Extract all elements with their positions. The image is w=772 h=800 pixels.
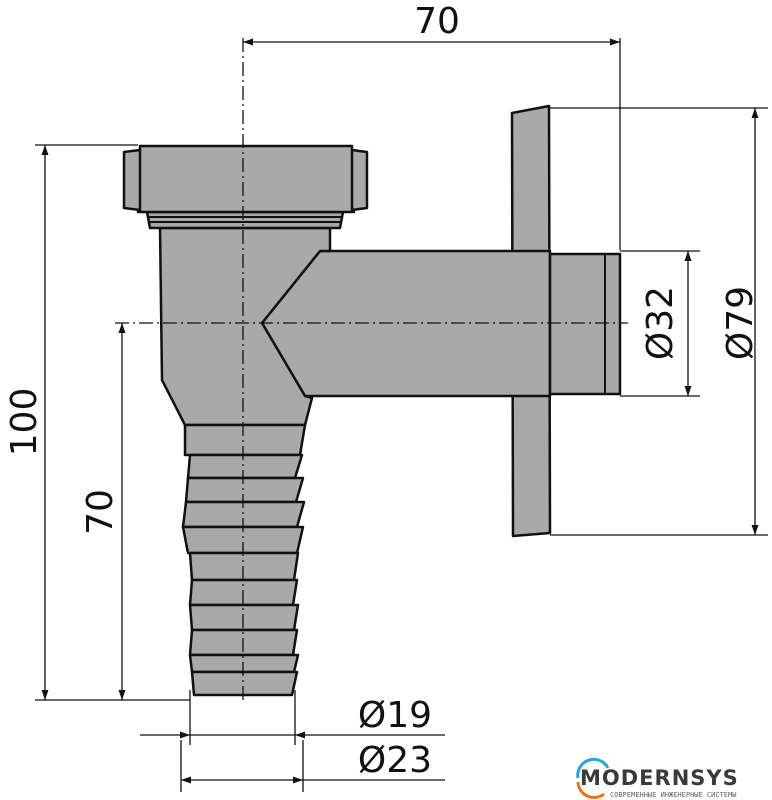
pipe-end (548, 252, 622, 396)
dim-hose-inner: Ø19 (358, 695, 432, 736)
dim-pipe-diameter: Ø32 (640, 286, 681, 360)
dim-total-height: 100 (4, 388, 45, 457)
svg-text:MODERNSYS: MODERNSYS (580, 766, 739, 790)
hose-barb (181, 423, 307, 697)
modernsys-logo: MODERNSYS СОВРЕМЕННЫЕ ИНЖЕНЕРНЫЕ СИСТЕМЫ (576, 757, 739, 799)
union-nut (136, 144, 356, 214)
svg-text:СОВРЕМЕННЫЕ ИНЖЕНЕРНЫЕ СИСТЕМЫ: СОВРЕМЕННЫЕ ИНЖЕНЕРНЫЕ СИСТЕМЫ (610, 791, 736, 799)
siphon-body (158, 226, 332, 427)
dim-hose-outer: Ø23 (358, 740, 432, 781)
dim-outlet-height: 70 (80, 489, 121, 535)
nut-tab-left (122, 148, 142, 212)
dim-flange-diameter: Ø79 (720, 286, 761, 360)
nut-tab-right (350, 148, 369, 212)
thread-band (145, 210, 345, 230)
dim-top-width: 70 (414, 1, 460, 42)
